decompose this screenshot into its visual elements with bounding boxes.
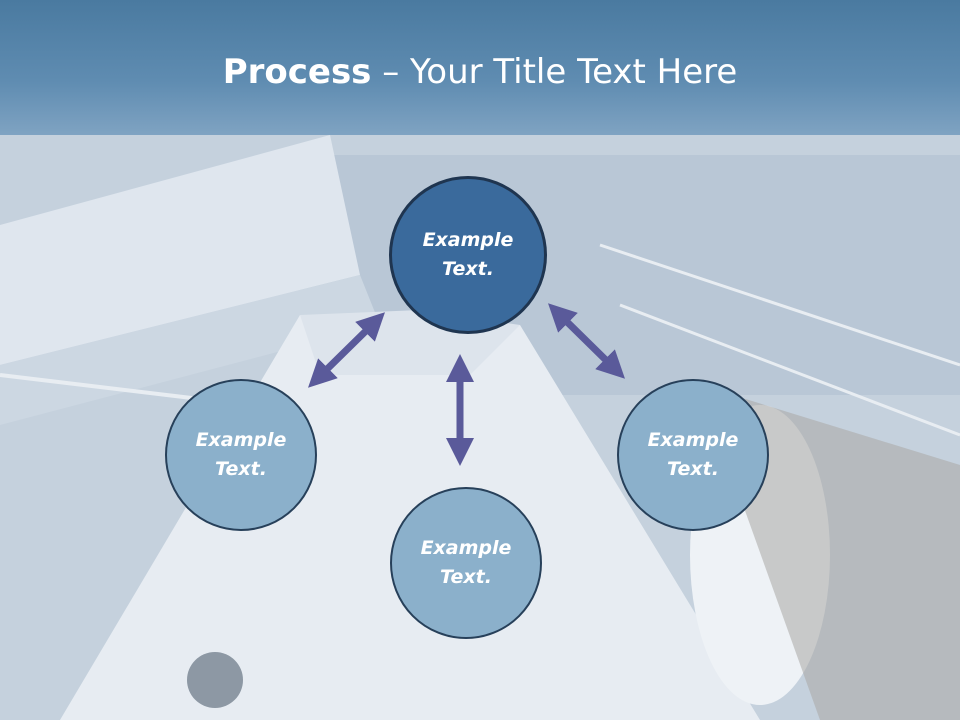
node-top: Example Text. — [389, 176, 547, 334]
title-bold: Process — [222, 52, 372, 92]
node-left: Example Text. — [165, 379, 317, 531]
node-bottom-label: Example Text. — [420, 537, 512, 588]
page-title: Process – Your Title Text Here — [0, 52, 960, 92]
node-left-label: Example Text. — [195, 429, 287, 480]
node-bottom: Example Text. — [390, 487, 542, 639]
arrow-top-left — [308, 312, 385, 388]
node-right-label: Example Text. — [647, 429, 739, 480]
node-top-label: Example Text. — [422, 229, 514, 280]
node-right: Example Text. — [617, 379, 769, 531]
title-rest: – Your Title Text Here — [371, 52, 738, 92]
title-band — [0, 0, 960, 135]
arrow-top-right — [548, 303, 625, 379]
